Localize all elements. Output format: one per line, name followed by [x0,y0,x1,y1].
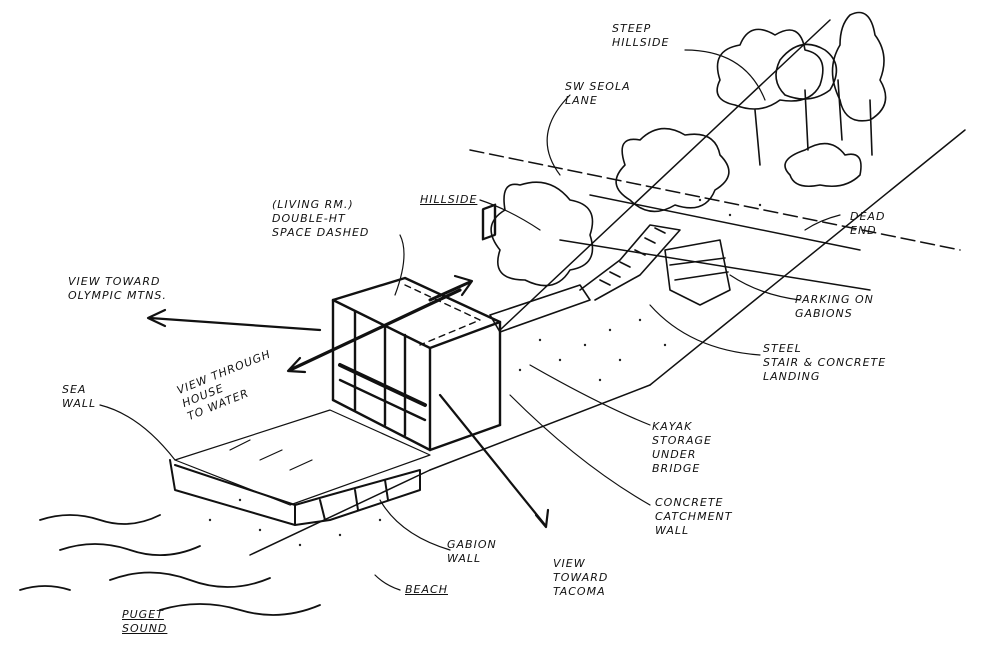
label-puget-sound: PUGET SOUND [122,608,168,635]
stipple [208,198,762,547]
label-parking-gabions: PARKING ON GABIONS [795,293,874,320]
view-arrows [146,274,550,529]
label-view-tacoma: VIEW TOWARD TACOMA [553,557,609,598]
bridge-stair [489,224,731,333]
label-steel-stair: STEEL STAIR & CONCRETE LANDING [763,342,887,383]
trees [490,11,887,287]
label-steep-hillside: STEEP HILLSIDE [612,22,670,49]
label-hillside: HILLSIDE [420,193,478,206]
house [331,203,502,452]
label-dead-end: DEAD END [850,210,886,237]
yard-seawall [169,409,431,526]
water-lines [19,514,321,616]
label-beach: BEACH [405,583,448,596]
label-concrete-catchment: CONCRETE CATCHMENT WALL [655,496,733,537]
label-gabion-wall: GABION WALL [447,538,497,565]
label-kayak-storage: KAYAK STORAGE UNDER BRIDGE [652,420,713,475]
label-living-room: (LIVING RM.) DOUBLE-HT SPACE DASHED [272,198,370,239]
leader-lines [99,49,841,591]
label-sw-seola-lane: SW SEOLA LANE [565,80,631,107]
label-view-olympic: VIEW TOWARD OLYMPIC MTNS. [68,275,167,302]
label-sea-wall: SEA WALL [62,383,97,410]
